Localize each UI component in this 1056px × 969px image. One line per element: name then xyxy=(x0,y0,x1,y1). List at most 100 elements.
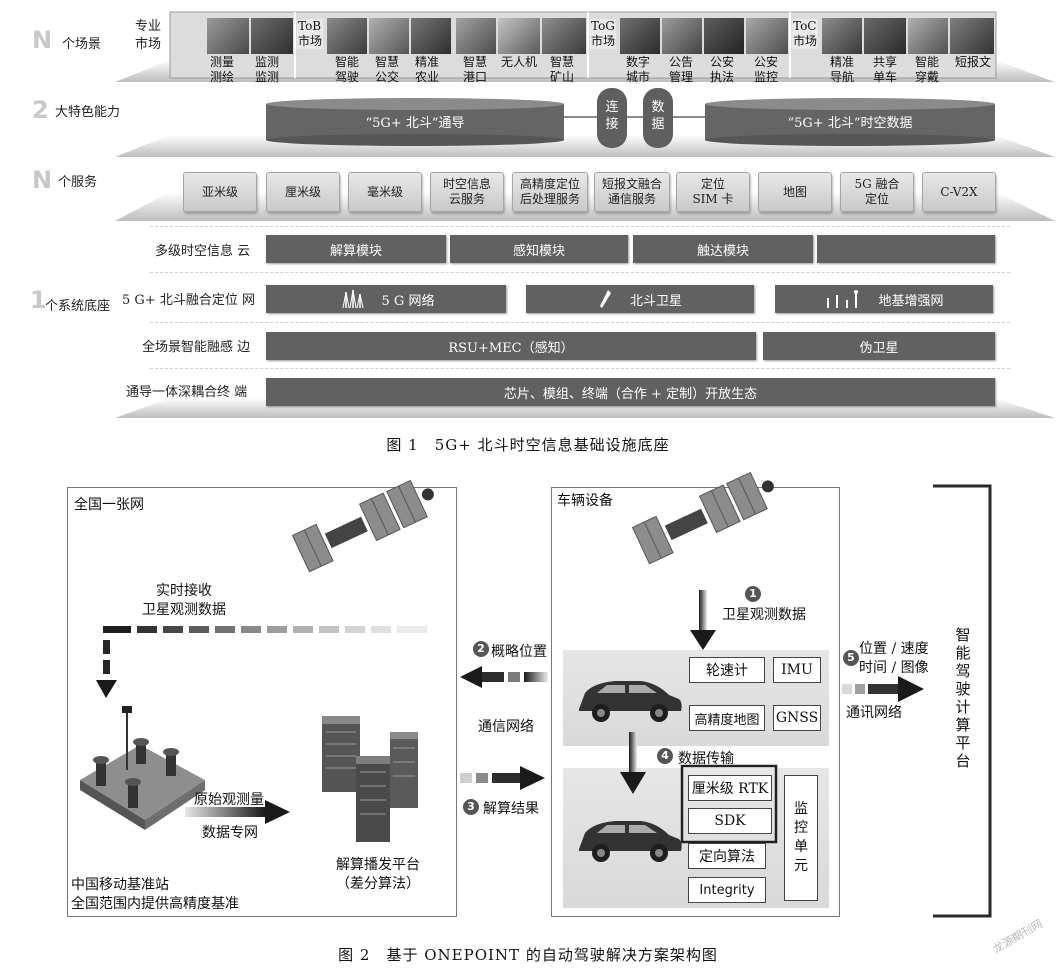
market-toc-label: ToC 市场 xyxy=(792,19,819,49)
scene-photo xyxy=(251,18,293,54)
scene-photo xyxy=(456,18,496,54)
scene-item: 精准 导航 xyxy=(829,55,854,84)
step-badge-1: 1 xyxy=(745,586,761,602)
market-tob-label: ToB 市场 xyxy=(297,19,324,49)
capability-comm-nav: “5G+ 北斗”通导 xyxy=(365,116,465,131)
row-label-cloud: 多级时空信息 云 xyxy=(155,244,251,259)
market-pro-label: 专业 市场 xyxy=(135,19,162,52)
terminal-ecosystem: 芯片、模组、终端（合作 + 定制）开放生态 xyxy=(266,378,995,406)
solution-result-label: 解算结果 xyxy=(483,801,539,817)
layer-num-base: 1 xyxy=(30,286,47,314)
capability-spatiotemporal-data: “5G+ 北斗”时空数据 xyxy=(787,116,913,131)
scene-item: 无人机 xyxy=(500,55,537,69)
satellite-data-label: 卫星观测数据 xyxy=(722,607,806,623)
device-orientation-algo: 定向算法 xyxy=(688,843,766,869)
scene-photo xyxy=(411,18,451,54)
scene-photo xyxy=(950,18,994,54)
server-cluster-icon xyxy=(322,716,418,842)
scene-item: 短报文 xyxy=(954,55,991,69)
comm-network-2-label: 通讯网络 xyxy=(846,705,902,721)
solution-result-arrow xyxy=(460,766,545,790)
module-reach: 触达模块 xyxy=(633,235,813,263)
market-tog-label: ToG 市场 xyxy=(590,19,617,49)
computing-platform-label: 智 能 驾 驶 计 算 平 台 xyxy=(955,626,971,770)
scene-photo xyxy=(704,18,744,54)
layer-label-base: 个系统底座 xyxy=(45,299,111,314)
output-arrow xyxy=(842,676,924,702)
satellite-data-arrow xyxy=(690,590,716,650)
rtk-sdk-group-frame xyxy=(680,764,778,844)
divider xyxy=(150,226,1010,227)
service-map: 地图 xyxy=(758,172,832,212)
satellite-icon xyxy=(599,290,611,308)
module-perception: 感知模块 xyxy=(450,235,628,263)
scene-photo xyxy=(498,18,540,54)
network-beidou-label: 北斗卫星 xyxy=(629,293,682,309)
capability-connect: 连 接 xyxy=(605,100,619,132)
private-network-label: 数据专网 xyxy=(202,825,258,841)
scene-photo xyxy=(822,18,862,54)
device-cm-rtk: 厘米级 RTK xyxy=(688,775,772,801)
figure-2-caption: 图 2 基于 ONEPOINT 的自动驾驶解决方案架构图 xyxy=(338,946,718,964)
service-sim-card: 定位 SIM 卡 xyxy=(676,172,750,212)
scene-item: 智慧 矿山 xyxy=(549,55,574,84)
step-badge-5: 5 xyxy=(843,650,859,666)
network-ground-augmentation: 地基增强网 xyxy=(775,285,993,313)
satellite-left-icon xyxy=(291,479,434,573)
network-ground-augmentation-label: 地基增强网 xyxy=(878,293,944,309)
divider xyxy=(150,272,1010,273)
device-imu: IMU xyxy=(773,657,821,683)
position-speed-label: 位置 / 速度 时间 / 图像 xyxy=(859,641,929,676)
realtime-receive-label: 实时接收 卫星观测数据 xyxy=(142,583,226,618)
layer-label-services: 个服务 xyxy=(58,175,98,190)
network-5g-label: 5 G 网络 xyxy=(381,293,435,309)
layer-num-scenes: N xyxy=(32,26,53,54)
layer-label-scenes: 个场景 xyxy=(62,37,102,52)
device-wheel-speed: 轮速计 xyxy=(689,657,765,683)
device-sdk: SDK xyxy=(688,808,772,834)
scene-item: 智能 穿戴 xyxy=(914,55,939,84)
step-badge-3: 3 xyxy=(463,799,479,815)
scene-photo xyxy=(327,18,367,54)
divider xyxy=(150,368,1010,369)
car-top-icon xyxy=(579,681,682,722)
scene-item: 公安 监控 xyxy=(753,55,778,84)
edge-pseudolite: 伪卫星 xyxy=(763,332,995,360)
module-solve: 解算模块 xyxy=(266,235,446,263)
service-postprocess: 高精度定位 后处理服务 xyxy=(512,172,588,212)
car-bottom-icon xyxy=(579,821,682,862)
scene-item: 测量 测绘 xyxy=(209,55,234,84)
layer-num-services: N xyxy=(32,166,53,194)
scene-item: 数字 城市 xyxy=(625,55,650,84)
row-label-network: 5 G+ 北斗融合定位 网 xyxy=(122,293,255,308)
scene-item: 智慧 港口 xyxy=(462,55,487,84)
vehicle-frame xyxy=(551,487,840,917)
network-beidou: 北斗卫星 xyxy=(526,285,754,313)
edge-rsu-mec: RSU+MEC（感知） xyxy=(266,332,756,360)
service-millimeter: 毫米级 xyxy=(348,172,422,212)
national-network-frame xyxy=(67,487,457,917)
national-network-title: 全国一张网 xyxy=(74,497,144,513)
satellite-right-icon xyxy=(631,471,774,565)
scene-photo xyxy=(542,18,586,54)
layer-label-capabilities: 大特色能力 xyxy=(55,105,121,120)
scene-photo xyxy=(620,18,660,54)
service-submeter: 亚米级 xyxy=(183,172,257,212)
service-cv2x: C-V2X xyxy=(922,172,996,212)
data-transfer-label: 数据传输 xyxy=(678,751,734,767)
approx-position-label: 概略位置 xyxy=(491,644,547,660)
device-integrity: Integrity xyxy=(688,877,766,903)
scene-photo xyxy=(369,18,409,54)
row-label-edge: 全场景智能融感 边 xyxy=(142,340,251,355)
row-label-terminal: 通导一体深耦合终 端 xyxy=(126,385,248,400)
device-gnss: GNSS xyxy=(773,705,821,731)
layer-num-capabilities: 2 xyxy=(32,96,49,124)
monitor-unit: 监 控 单 元 xyxy=(784,775,818,901)
step-badge-2: 2 xyxy=(473,641,489,657)
tower-icon xyxy=(342,289,364,309)
scene-item: 智慧 公交 xyxy=(374,55,399,84)
network-5g: 5 G 网络 xyxy=(266,285,506,313)
divider xyxy=(150,322,1010,323)
raw-observation-arrow xyxy=(185,800,290,824)
realtime-data-path xyxy=(96,626,427,698)
